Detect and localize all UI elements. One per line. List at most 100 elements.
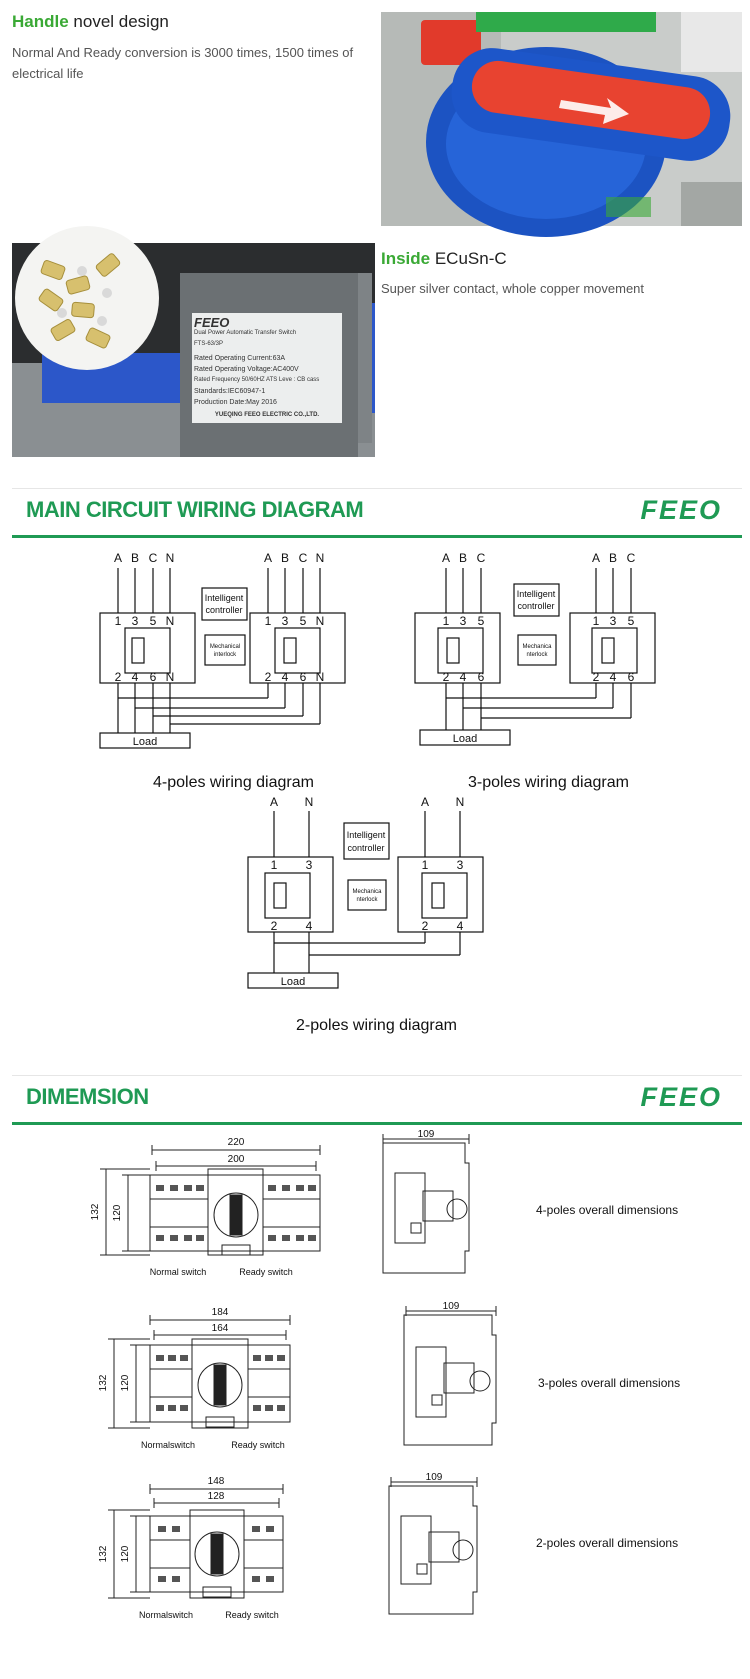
normal-switch-label: Normalswitch bbox=[141, 1440, 195, 1450]
phase-label: C bbox=[149, 551, 158, 565]
terminal-label: 6 bbox=[300, 670, 307, 684]
terminal-label: 1 bbox=[422, 858, 429, 872]
dim-label-3p: 3-poles overall dimensions bbox=[538, 1376, 681, 1390]
terminal-label: 2 bbox=[115, 670, 122, 684]
label-plate: FEEO Dual Power Automatic Transfer Switc… bbox=[194, 315, 340, 421]
interlock-label: Mechanical bbox=[210, 644, 240, 650]
side-view-2p: 109 bbox=[388, 1472, 478, 1615]
terminal-label: 5 bbox=[478, 614, 485, 628]
feature-inside-desc: Super silver contact, whole copper movem… bbox=[381, 281, 645, 296]
terminal-label: N bbox=[166, 670, 175, 684]
controller-label: Intelligent bbox=[517, 589, 556, 599]
terminal-label: 5 bbox=[150, 614, 157, 628]
terminal-label: N bbox=[166, 614, 175, 628]
wiring-section-title: MAIN CIRCUIT WIRING DIAGRAM bbox=[26, 497, 364, 522]
wiring-diagram-2p: A N A N 1 3 1 3 2 4 2 4 Intelligent cont… bbox=[247, 795, 484, 989]
dim-width-outer: 220 bbox=[228, 1137, 245, 1148]
phase-label: A bbox=[421, 795, 429, 809]
dim-depth: 109 bbox=[426, 1472, 443, 1483]
terminal-label: 1 bbox=[593, 614, 600, 628]
terminal-label: 2 bbox=[265, 670, 272, 684]
dim-height-inner: 120 bbox=[120, 1374, 131, 1391]
controller-label: Intelligent bbox=[347, 830, 386, 840]
dim-depth: 109 bbox=[443, 1301, 460, 1312]
terminal-label: 6 bbox=[628, 670, 635, 684]
label-plate-brand: FEEO bbox=[194, 315, 230, 330]
dim-height-outer: 132 bbox=[98, 1374, 109, 1391]
interlock-label: nterlock bbox=[526, 652, 548, 658]
feature-inside-title: Inside ECuSn-C bbox=[381, 249, 507, 269]
dim-height-outer: 132 bbox=[98, 1545, 109, 1562]
terminal-label: 6 bbox=[478, 670, 485, 684]
caption-2p: 2-poles wiring diagram bbox=[296, 1017, 457, 1034]
ready-switch-label: Ready switch bbox=[239, 1267, 293, 1277]
controller-label: controller bbox=[517, 601, 554, 611]
dim-width-inner: 164 bbox=[212, 1323, 229, 1334]
load-label: Load bbox=[281, 976, 305, 988]
phase-label: B bbox=[459, 551, 467, 565]
terminal-label: 2 bbox=[593, 670, 600, 684]
dim-width-inner: 128 bbox=[208, 1491, 225, 1502]
label-plate-line: Standards:IEC60947-1 bbox=[194, 388, 266, 395]
terminal-label: 2 bbox=[422, 919, 429, 933]
dimension-section-header: DIMEMSION FEEO bbox=[12, 1075, 742, 1125]
wiring-diagram-4p: A B C N A B C N 1 3 5 N 1 3 5 N 2 4 6 N … bbox=[99, 551, 346, 749]
phase-label: N bbox=[305, 795, 314, 809]
terminal-label: N bbox=[316, 670, 325, 684]
dim-height-outer: 132 bbox=[90, 1203, 101, 1220]
normal-switch-label: Normalswitch bbox=[139, 1610, 193, 1620]
phase-label: A bbox=[592, 551, 600, 565]
terminal-label: 3 bbox=[282, 614, 289, 628]
side-view-4p: 109 bbox=[382, 1129, 470, 1274]
terminal-label: 1 bbox=[271, 858, 278, 872]
phase-label: A bbox=[114, 551, 122, 565]
wiring-section-header: MAIN CIRCUIT WIRING DIAGRAM FEEO bbox=[12, 488, 742, 538]
normal-switch-label: Normal switch bbox=[150, 1267, 207, 1277]
handle-photo bbox=[381, 12, 742, 237]
wiring-diagram-3p: A B C A B C 1 3 5 1 3 5 2 4 6 2 4 6 Inte… bbox=[414, 551, 656, 746]
label-plate-line: Production Date:May 2016 bbox=[194, 399, 277, 406]
label-plate-line: Rated Frequency 50/60HZ ATS Leve : CB ca… bbox=[194, 377, 320, 383]
load-label: Load bbox=[453, 733, 477, 745]
dim-height-inner: 120 bbox=[112, 1204, 123, 1221]
dim-label-2p: 2-poles overall dimensions bbox=[536, 1536, 679, 1550]
phase-label: B bbox=[131, 551, 139, 565]
load-label: Load bbox=[133, 736, 157, 748]
dim-height-inner: 120 bbox=[120, 1545, 131, 1562]
controller-label: controller bbox=[347, 843, 384, 853]
contact-photo: FEEO Dual Power Automatic Transfer Switc… bbox=[12, 226, 375, 457]
side-view-3p: 109 bbox=[403, 1301, 497, 1446]
phase-label: C bbox=[299, 551, 308, 565]
feature-inside-highlight: Inside bbox=[381, 249, 431, 268]
feature-handle-desc: Normal And Ready conversion is 3000 time… bbox=[12, 45, 354, 81]
feature-handle-highlight: Handle bbox=[12, 12, 69, 31]
dim-width-inner: 200 bbox=[228, 1154, 245, 1165]
feature-inside-rest: ECuSn-C bbox=[430, 249, 507, 268]
caption-4p: 4-poles wiring diagram bbox=[153, 774, 314, 791]
label-plate-line: Rated Operating Current:63A bbox=[194, 355, 286, 362]
feature-handle-rest: novel design bbox=[68, 12, 169, 31]
terminal-label: 1 bbox=[443, 614, 450, 628]
phase-label: N bbox=[456, 795, 465, 809]
dim-depth: 109 bbox=[418, 1129, 435, 1140]
phase-label: N bbox=[316, 551, 325, 565]
terminal-label: 2 bbox=[443, 670, 450, 684]
dim-label-4p: 4-poles overall dimensions bbox=[536, 1203, 679, 1217]
controller-label: Intelligent bbox=[205, 593, 244, 603]
terminal-label: 3 bbox=[610, 614, 617, 628]
terminal-label: 3 bbox=[306, 858, 313, 872]
terminal-label: 3 bbox=[460, 614, 467, 628]
dim-width-outer: 184 bbox=[212, 1307, 229, 1318]
terminal-label: 4 bbox=[460, 670, 467, 684]
label-plate-model: FTS-63/3P bbox=[194, 341, 224, 347]
interlock-label: Mechanica bbox=[352, 889, 382, 895]
interlock-label: Mechanica bbox=[522, 644, 552, 650]
phase-label: C bbox=[627, 551, 636, 565]
dimension-section-title: DIMEMSION bbox=[26, 1084, 149, 1109]
phase-label: A bbox=[442, 551, 450, 565]
ready-switch-label: Ready switch bbox=[225, 1610, 279, 1620]
terminal-label: N bbox=[316, 614, 325, 628]
front-view-3p: 184 164 132 120 Normalswitch Ready switc… bbox=[98, 1307, 291, 1450]
terminal-label: 4 bbox=[132, 670, 139, 684]
phase-label: N bbox=[166, 551, 175, 565]
